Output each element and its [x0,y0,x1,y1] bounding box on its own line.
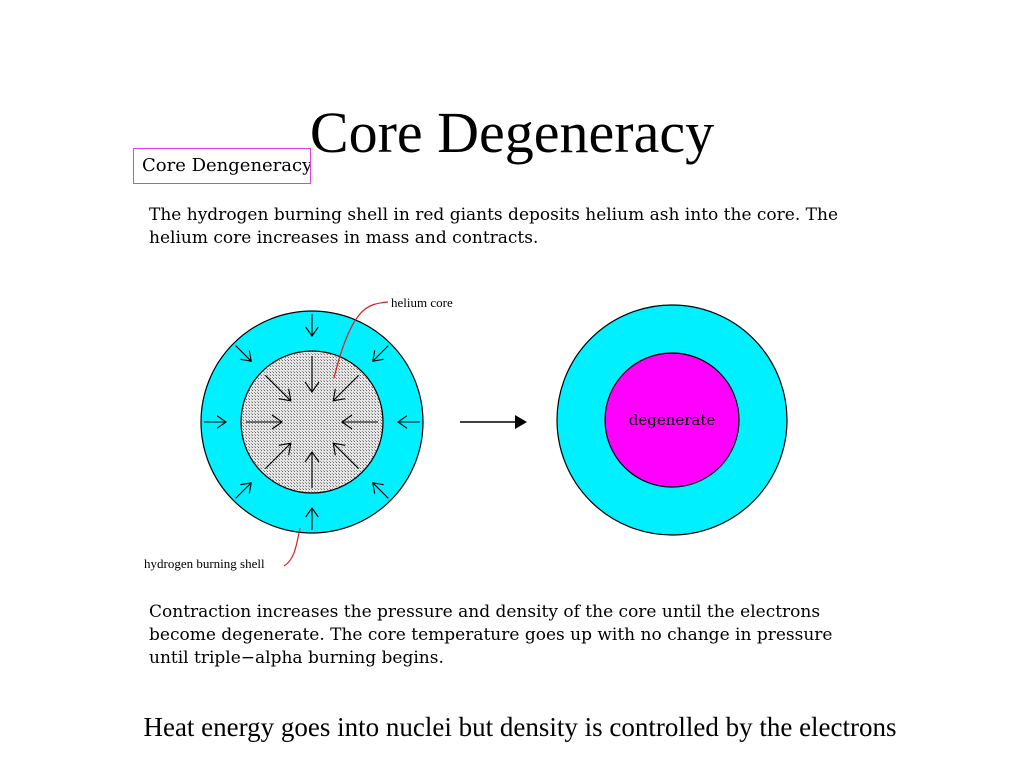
inward-arrow [372,482,389,499]
intro-paragraph: The hydrogen burning shell in red giants… [149,204,869,250]
degenerate-label: degenerate [629,411,716,429]
outro-line: until triple−alpha burning begins. [149,648,444,668]
degenerate-star: degenerate [556,304,788,536]
degenerate-core-circle [604,352,740,488]
figure-heading: Core Dengeneracy [133,148,311,184]
inward-arrow [304,451,320,488]
contracting-star [200,310,424,534]
inward-arrow [332,374,360,402]
inward-arrow [235,345,252,362]
footer-caption: Heat energy goes into nuclei but density… [143,712,897,742]
inward-arrow [305,314,319,337]
inward-arrow [397,415,420,429]
slide-title: Core Degeneracy [309,100,715,165]
inward-arrow [235,482,252,499]
outro-line: Contraction increases the pressure and d… [149,602,821,622]
outro-paragraph: Contraction increases the pressure and d… [149,601,869,670]
inward-arrow [332,442,360,470]
inward-arrow [264,442,292,470]
helium-core-label: helium core [391,295,453,310]
hydrogen-shell-leader [283,527,301,567]
intro-line: helium core increases in mass and contra… [149,228,539,248]
intro-line: The hydrogen burning shell in red giants… [149,205,839,225]
inward-arrow [372,345,389,362]
contraction-arrows [204,314,420,530]
inward-arrow [341,414,378,430]
inward-arrow [304,356,320,393]
outro-line: become degenerate. The core temperature … [149,625,833,645]
inward-arrow [246,414,283,430]
transition-arrow [460,415,527,429]
inward-arrow [264,374,292,402]
hydrogen-shell-label: hydrogen burning shell [144,556,265,571]
inward-arrow [305,507,319,530]
inward-arrow [204,415,227,429]
helium-core-leader [333,301,389,379]
